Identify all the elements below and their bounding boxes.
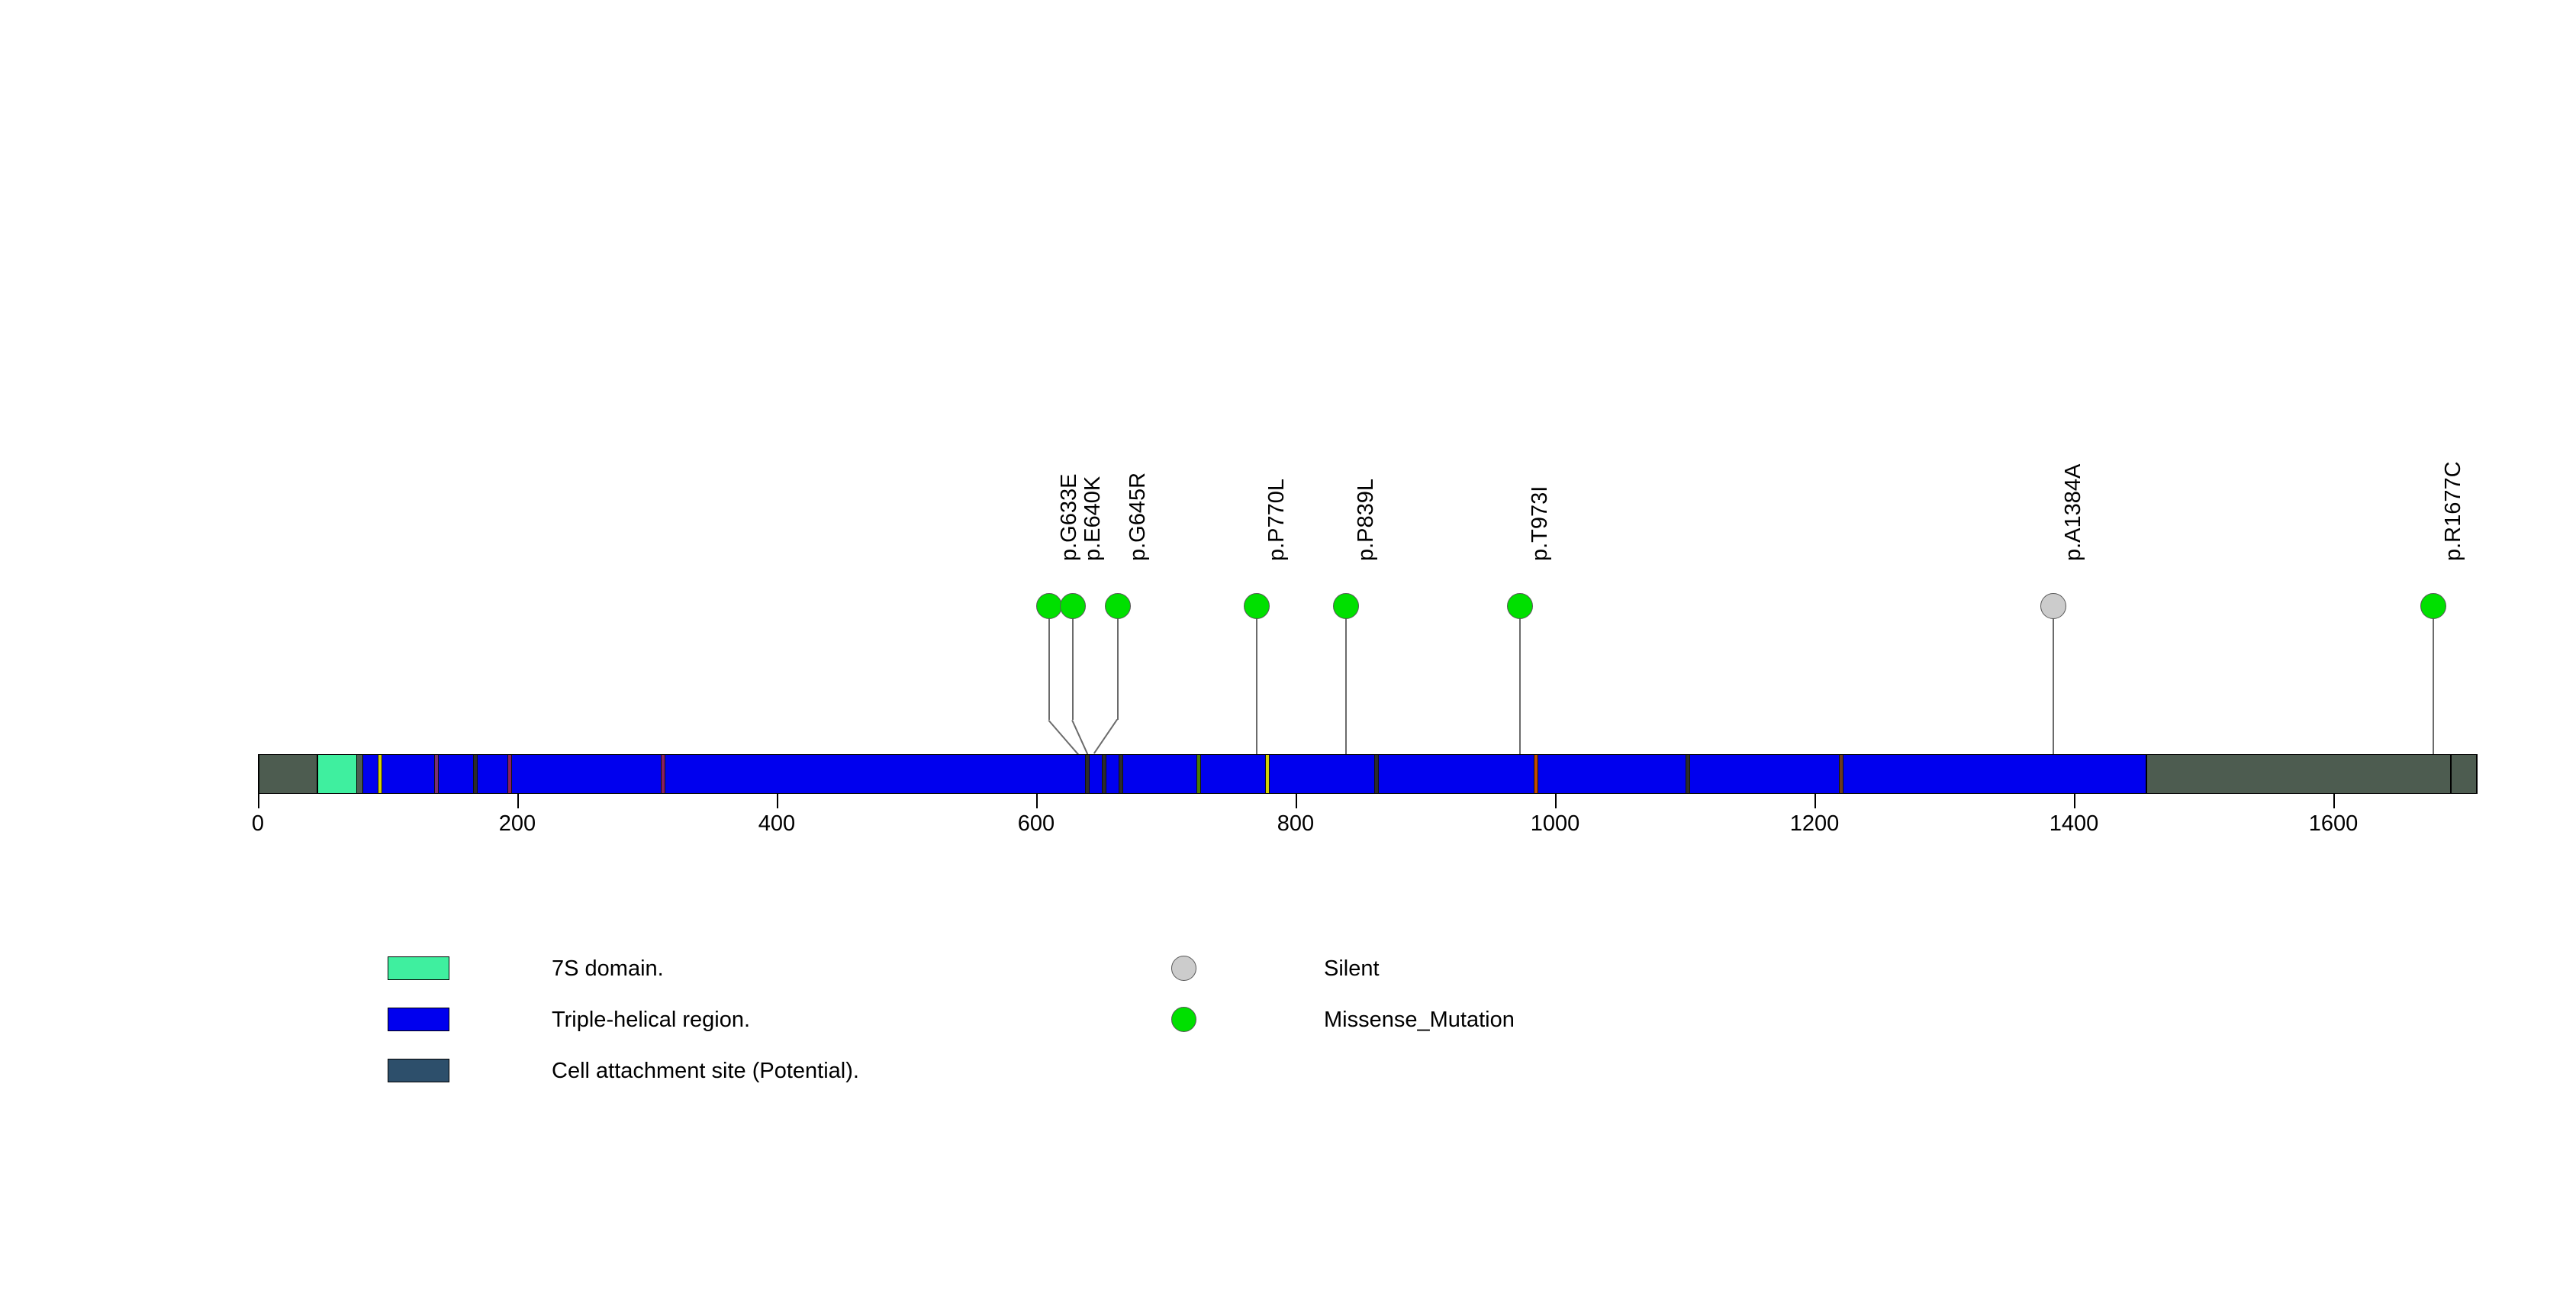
- variant-legend-label: Silent: [1324, 956, 1380, 981]
- mutation-marker[interactable]: [1059, 593, 1086, 619]
- lollipop-stem: [1048, 606, 1050, 720]
- lollipop-stem: [1071, 606, 1074, 720]
- domain-legend-label: Cell attachment site (Potential).: [552, 1059, 859, 1083]
- protein-site-marker: [378, 755, 383, 793]
- mutation-marker[interactable]: [1333, 593, 1360, 619]
- lollipop-stem: [2052, 606, 2054, 754]
- protein-site-marker: [1374, 755, 1379, 793]
- protein-domain-segment: [2451, 755, 2477, 793]
- mutation-marker[interactable]: [1105, 593, 1132, 619]
- domain-legend-swatch: [388, 956, 449, 980]
- mutation-label: p.R1677C: [2440, 461, 2465, 561]
- protein-site-marker: [1196, 755, 1202, 793]
- lollipop-stem: [1519, 606, 1521, 754]
- mutation-label: p.G645R: [1125, 472, 1151, 561]
- mutation-label: p.E640K: [1080, 476, 1105, 561]
- axis-tick-label: 1200: [1789, 811, 1840, 836]
- mutation-label: p.G633E: [1057, 473, 1081, 561]
- lollipop-stem: [2432, 606, 2434, 754]
- mutation-label: p.A1384A: [2060, 463, 2085, 561]
- protein-site-marker: [1265, 755, 1270, 793]
- protein-site-marker: [1534, 755, 1539, 793]
- axis-tick: [2074, 794, 2075, 808]
- axis-tick: [517, 794, 519, 808]
- axis-tick-label: 1400: [2049, 811, 2099, 836]
- axis-tick-label: 200: [498, 811, 536, 836]
- protein-site-marker: [1102, 755, 1106, 793]
- lollipop-stem: [1117, 606, 1119, 720]
- protein-backbone: [258, 754, 2478, 794]
- mutation-marker[interactable]: [2040, 593, 2066, 619]
- variant-legend-swatch: [1171, 956, 1196, 981]
- axis-tick-label: 400: [758, 811, 796, 836]
- protein-site-marker: [1119, 755, 1124, 793]
- protein-domain-segment: [259, 755, 317, 793]
- variant-legend-label: Missense_Mutation: [1324, 1008, 1515, 1032]
- protein-site-marker: [1686, 755, 1690, 793]
- lollipop-stem: [1256, 606, 1257, 754]
- mutation-marker[interactable]: [1244, 593, 1270, 619]
- mutation-marker[interactable]: [1507, 593, 1534, 619]
- domain-legend-swatch: [388, 1059, 449, 1082]
- axis-tick-label: 0: [251, 811, 265, 836]
- protein-site-marker: [1084, 755, 1090, 793]
- mutation-label: p.P770L: [1264, 478, 1289, 561]
- protein-site-marker: [1838, 755, 1843, 793]
- protein-site-marker: [661, 755, 665, 793]
- axis-tick: [1296, 794, 1297, 808]
- axis-tick: [2333, 794, 2335, 808]
- variant-legend-swatch: [1171, 1007, 1196, 1032]
- axis-tick: [777, 794, 778, 808]
- protein-site-marker: [507, 755, 513, 793]
- domain-legend-label: Triple-helical region.: [552, 1008, 751, 1032]
- domain-legend-swatch: [388, 1008, 449, 1031]
- mutation-label: p.T973I: [1528, 485, 1553, 561]
- axis-tick: [258, 794, 259, 808]
- protein-domain-segment: [362, 755, 2146, 793]
- axis-tick-label: 1600: [2308, 811, 2359, 836]
- protein-site-marker: [433, 755, 439, 793]
- protein-site-marker: [472, 755, 478, 793]
- lollipop-stem: [1345, 606, 1348, 754]
- axis-tick-label: 600: [1017, 811, 1055, 836]
- protein-domain-segment: [317, 755, 358, 793]
- axis-tick: [1814, 794, 1816, 808]
- axis-tick-label: 800: [1277, 811, 1315, 836]
- lollipop-stem-leg: [1093, 718, 1119, 754]
- axis-tick: [1036, 794, 1038, 808]
- axis-tick: [1555, 794, 1557, 808]
- protein-domain-segment: [2146, 755, 2451, 793]
- mutation-marker[interactable]: [2420, 593, 2446, 619]
- mutation-label: p.P839L: [1354, 478, 1379, 561]
- domain-legend-label: 7S domain.: [552, 956, 664, 981]
- mutation-marker[interactable]: [1036, 593, 1062, 619]
- axis-tick-label: 1000: [1530, 811, 1580, 836]
